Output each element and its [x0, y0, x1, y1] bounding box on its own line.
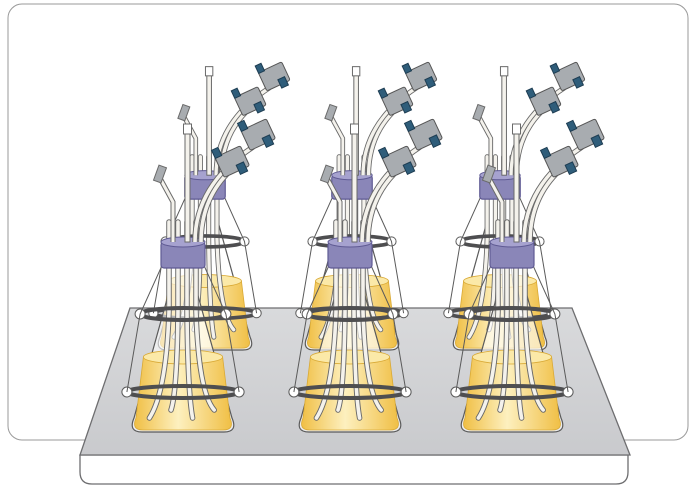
platform-edge	[80, 455, 628, 484]
liquid-surface	[310, 350, 389, 364]
sampling-port	[185, 132, 190, 242]
sampling-port	[502, 74, 507, 175]
sampling-port	[352, 132, 357, 242]
clamp-knob	[122, 387, 132, 397]
port-connector	[184, 124, 192, 134]
port-connector	[513, 124, 521, 134]
sampling-port	[514, 132, 519, 242]
port-connector	[351, 124, 359, 134]
sampling-port	[207, 74, 212, 175]
liquid-surface	[472, 350, 551, 364]
port-connector	[500, 67, 507, 76]
port-connector	[205, 67, 212, 76]
liquid-surface	[143, 350, 222, 364]
port-connector	[352, 67, 359, 76]
